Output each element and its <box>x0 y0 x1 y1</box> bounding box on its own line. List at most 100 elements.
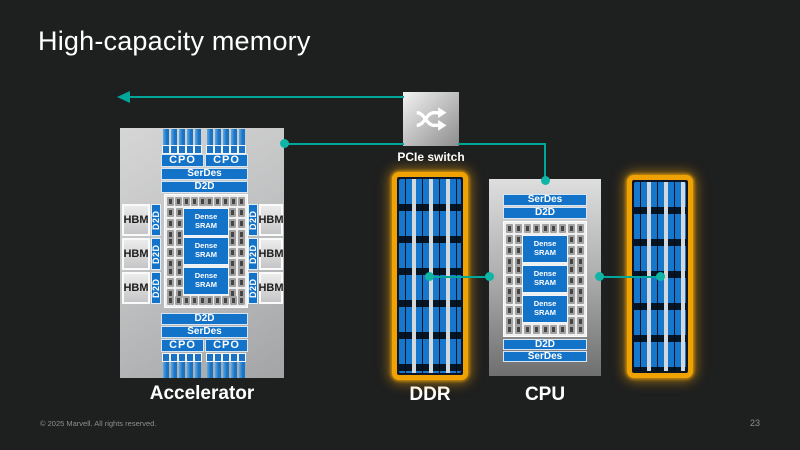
pad <box>577 276 584 285</box>
pad-column <box>568 295 584 326</box>
pad <box>506 306 513 315</box>
cpo-fibers-bottom-left <box>162 353 202 378</box>
d2d-bar-top: D2D <box>161 181 248 193</box>
pad <box>532 224 540 233</box>
pad <box>174 197 182 206</box>
pad <box>176 207 183 217</box>
pad-column <box>229 207 245 239</box>
pad <box>238 218 245 228</box>
pad <box>230 197 237 206</box>
link-ddr-left-cpu <box>429 276 491 278</box>
cpo-fiber <box>186 129 194 154</box>
pad-column <box>506 295 522 326</box>
flow-arrowhead-left <box>117 91 130 103</box>
cpo-fiber <box>238 129 246 154</box>
dense-sram-line2: SRAM <box>533 248 557 257</box>
d2d-side-bar: D2D <box>248 272 258 304</box>
pad <box>577 246 584 255</box>
pad <box>167 266 174 276</box>
d2d-side-bar: D2D <box>248 204 258 236</box>
ddr-label: DDR <box>409 384 451 405</box>
pad <box>176 248 183 257</box>
pad <box>182 197 190 206</box>
cpo-fiber <box>206 129 214 154</box>
flow-line-pcie-to-accelerator <box>130 96 404 98</box>
pad <box>506 325 513 334</box>
dense-sram-line2: SRAM <box>194 250 218 259</box>
cpo-fibers-top-left <box>162 129 202 154</box>
pad-column <box>229 237 245 268</box>
pad-row <box>167 197 245 206</box>
cpo-fiber <box>222 129 230 154</box>
pad <box>222 296 230 305</box>
accelerator-chip: CPO CPO SerDes D2D HBM D2D HBM D2D HBM D… <box>120 128 284 378</box>
dense-sram-line1: Dense <box>533 239 557 249</box>
shuffle-icon <box>416 107 447 131</box>
d2d-side-bar: D2D <box>151 204 161 236</box>
pad <box>568 246 575 255</box>
pad <box>550 325 558 334</box>
pad <box>532 325 540 334</box>
sram-row: Dense SRAM <box>167 237 245 268</box>
pad <box>577 224 584 233</box>
pad <box>167 207 174 217</box>
pad <box>198 296 206 305</box>
pad <box>229 248 236 257</box>
cpo-fibers-top-right <box>206 129 246 154</box>
cpu-chip: SerDes D2D Dense SRAM Dense SRAM <box>489 179 601 376</box>
link-pcie-cpu-horizontal <box>458 143 546 145</box>
pad <box>222 197 230 206</box>
cpo-fiber <box>230 353 238 378</box>
pad <box>568 325 576 334</box>
pad <box>550 224 558 233</box>
pad <box>577 235 584 244</box>
pad <box>238 277 245 287</box>
accelerator-label: Accelerator <box>149 383 255 404</box>
pad <box>515 306 522 315</box>
pad <box>238 266 245 276</box>
cpo-fiber <box>194 353 202 378</box>
dense-sram-line1: Dense <box>533 269 557 279</box>
pad <box>176 266 183 276</box>
cpo-fiber <box>170 129 178 154</box>
node-dot-cpu-top <box>541 176 550 185</box>
cpo-fiber <box>214 129 222 154</box>
pad <box>176 237 183 246</box>
pad <box>506 235 513 244</box>
dense-sram-block: Dense SRAM <box>183 266 229 295</box>
pad <box>214 296 222 305</box>
pad <box>515 276 522 285</box>
pad <box>190 296 198 305</box>
serdes-bar-bottom: SerDes <box>503 351 587 362</box>
dense-sram-line1: Dense <box>533 299 557 309</box>
cpo-fiber <box>238 353 246 378</box>
pad <box>541 224 549 233</box>
sram-row: Dense SRAM <box>506 235 584 266</box>
cpo-fiber <box>206 353 214 378</box>
node-dot-cpu-right <box>595 272 604 281</box>
sram-row: Dense SRAM <box>167 266 245 298</box>
pad <box>176 218 183 228</box>
cpo-block: CPO <box>205 154 248 167</box>
pad <box>515 265 522 274</box>
pad <box>568 265 575 274</box>
pad <box>568 306 575 315</box>
pad <box>182 296 190 305</box>
pad <box>206 296 214 305</box>
node-dot-accelerator <box>280 139 289 148</box>
cpo-fiber <box>230 129 238 154</box>
pad <box>167 237 174 246</box>
pad <box>214 197 222 206</box>
cpo-fibers-bottom-right <box>206 353 246 378</box>
d2d-side-bar: D2D <box>151 272 161 304</box>
pad <box>506 224 513 233</box>
pad <box>577 295 584 304</box>
link-accelerator-pcie <box>286 143 404 145</box>
pcie-switch <box>403 92 459 146</box>
pad <box>514 325 522 334</box>
dense-sram-line2: SRAM <box>194 220 218 230</box>
pad <box>506 295 513 304</box>
pad <box>174 296 182 305</box>
pad <box>229 277 236 287</box>
